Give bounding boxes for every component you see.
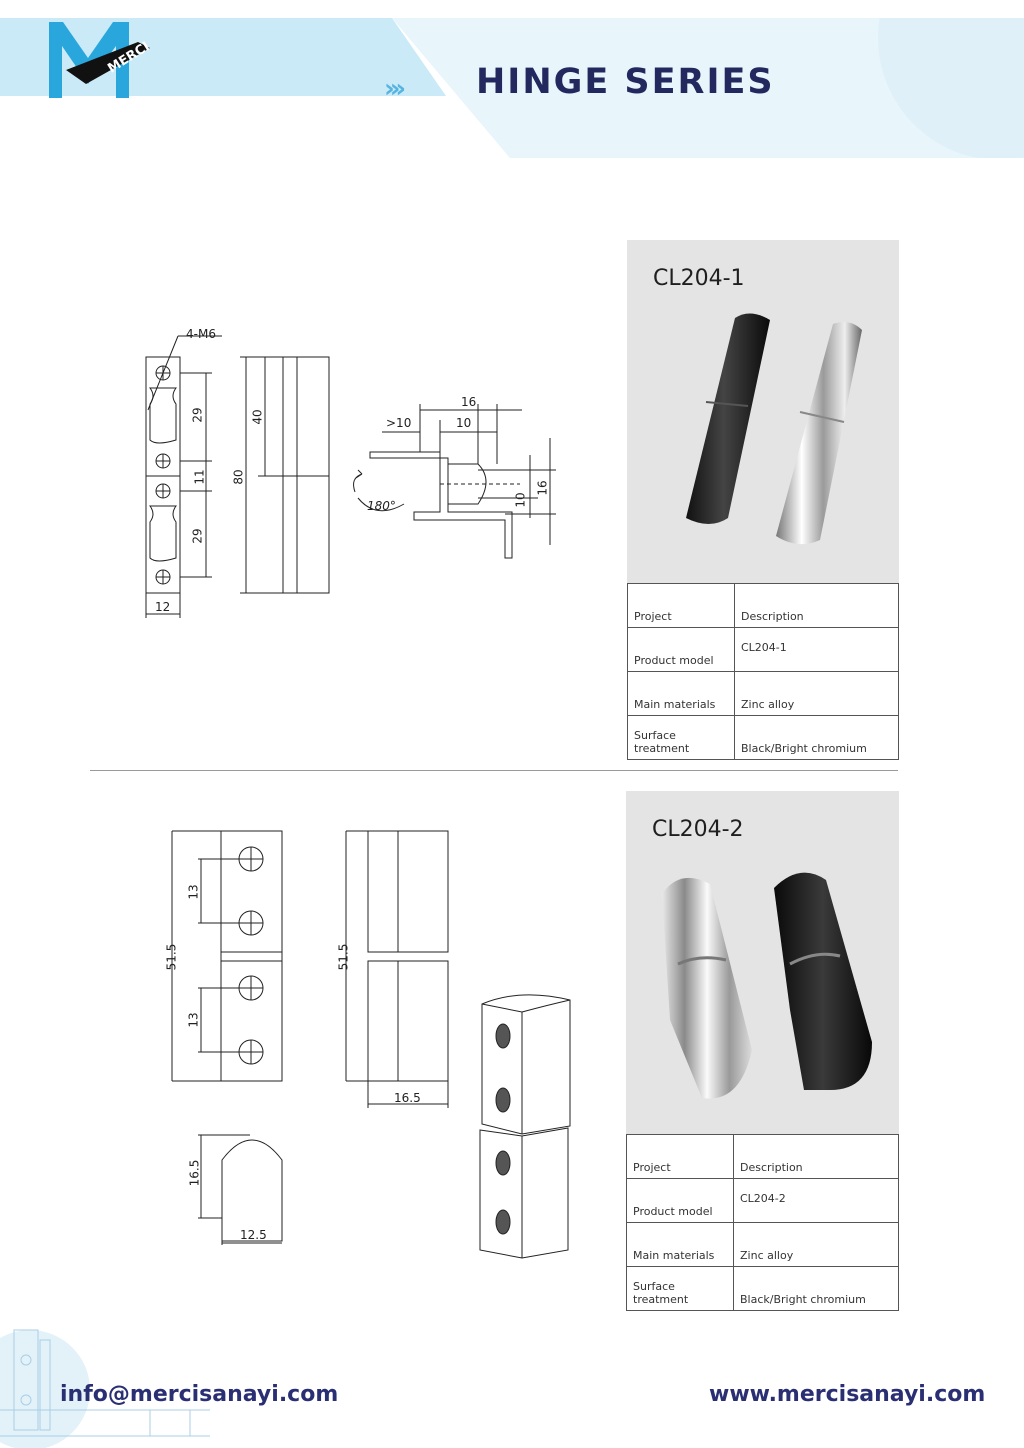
spec-label: Product model xyxy=(626,1178,734,1223)
spec-value: Zinc alloy xyxy=(733,1222,899,1267)
dim-10-vertical: 10 xyxy=(513,492,528,508)
dim-gt10: >10 xyxy=(386,416,412,430)
chevron-icon: ››› xyxy=(384,74,406,104)
cl204-1-model-title: CL204-1 xyxy=(653,266,745,291)
spec-header-description: Description xyxy=(733,1134,899,1179)
spec-header-description: Description xyxy=(734,583,899,628)
footer-website[interactable]: www.mercisanayi.com xyxy=(709,1382,986,1407)
cl204-1-product-image xyxy=(686,313,862,545)
cl204-2-drawing xyxy=(171,830,571,1259)
dim-51-5-side: 51.5 xyxy=(336,943,351,971)
spec-label: Main materials xyxy=(626,1222,734,1267)
dim-16-5: 16.5 xyxy=(394,1091,421,1105)
dim-13-bottom: 13 xyxy=(186,1012,201,1028)
dim-holes: 4-M6 xyxy=(186,327,216,341)
spec-label: Surface treatment xyxy=(626,1266,734,1311)
spec-value: Black/Bright chromium xyxy=(733,1266,899,1311)
dim-16-5-vertical: 16.5 xyxy=(187,1159,202,1187)
dim-80: 80 xyxy=(231,469,246,485)
spec-label: Main materials xyxy=(627,671,735,716)
dim-12: 12 xyxy=(155,600,171,614)
spec-value: CL204-2 xyxy=(733,1178,899,1223)
dim-29-top: 29 xyxy=(190,407,205,423)
cl204-2-model-title: CL204-2 xyxy=(652,817,744,842)
dim-13-top: 13 xyxy=(186,884,201,900)
cl204-2-product-image xyxy=(662,872,872,1099)
dim-51-5-front: 51.5 xyxy=(164,943,179,971)
dim-11: 11 xyxy=(192,469,207,485)
dim-10: 10 xyxy=(456,416,472,430)
dim-16: 16 xyxy=(461,395,477,409)
page-title: HINGE SERIES xyxy=(476,62,775,102)
spec-header-project: Project xyxy=(627,583,735,628)
dim-40: 40 xyxy=(250,409,265,425)
merci-logo: MERCI xyxy=(49,22,152,98)
cl204-1-photo-panel xyxy=(627,240,899,583)
dim-angle: 180° xyxy=(367,499,396,513)
dim-29-bottom: 29 xyxy=(190,528,205,544)
section-divider xyxy=(90,770,898,771)
spec-label: Surface treatment xyxy=(627,715,735,760)
spec-header-project: Project xyxy=(626,1134,734,1179)
footer-email[interactable]: info@mercisanayi.com xyxy=(60,1382,339,1407)
spec-value: Zinc alloy xyxy=(734,671,899,716)
footer-decoration xyxy=(0,1329,210,1448)
cl204-1-drawing xyxy=(145,335,556,618)
dim-12-5: 12.5 xyxy=(240,1228,267,1242)
dim-16-vertical: 16 xyxy=(535,480,550,496)
spec-label: Product model xyxy=(627,627,735,672)
spec-value: Black/Bright chromium xyxy=(734,715,899,760)
spec-value: CL204-1 xyxy=(734,627,899,672)
